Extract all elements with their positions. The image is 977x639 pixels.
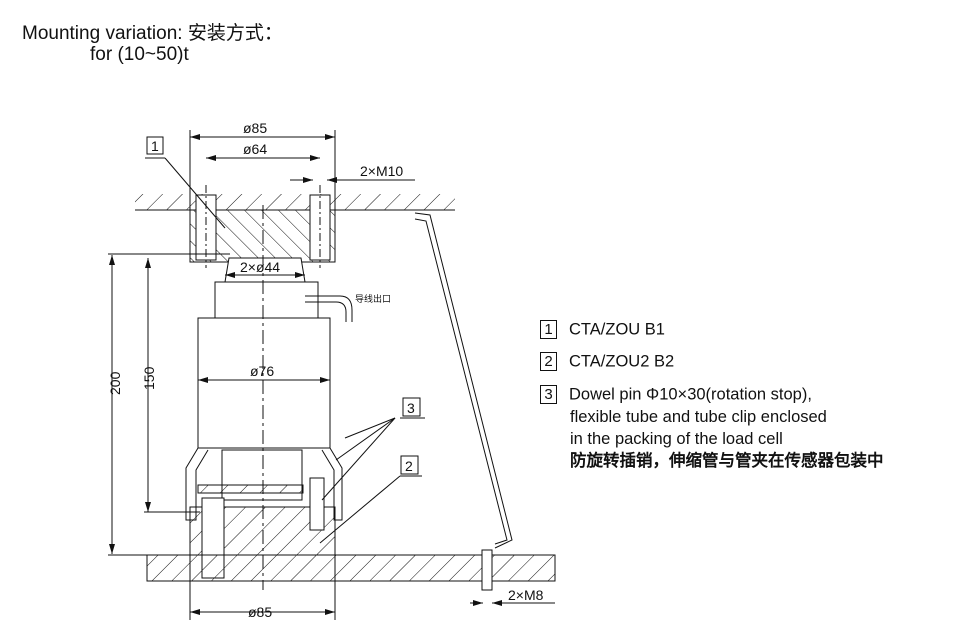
top-plate <box>135 194 455 211</box>
legend-num: 1 <box>540 320 557 340</box>
legend-num: 3 <box>540 385 557 405</box>
legend-text: flexible tube and tube clip enclosed <box>570 407 827 426</box>
callout-2-box <box>400 455 419 475</box>
legend-item-1: 1 CTA/ZOU B1 <box>540 318 665 341</box>
legend-text: in the packing of the load cell <box>570 429 783 448</box>
legend-text: Dowel pin Φ10×30(rotation stop), <box>569 385 812 404</box>
legend-text: CTA/ZOU2 B2 <box>569 352 675 371</box>
callout-3: 3 <box>407 400 415 416</box>
dim-body: ø76 <box>250 363 274 379</box>
callout-2: 2 <box>405 458 413 474</box>
dim-total-height: 200 <box>107 371 123 395</box>
callout-3-box <box>402 397 421 417</box>
title-line-1: Mounting variation: 安装方式： <box>22 23 283 44</box>
title-line-2: for (10~50)t <box>90 44 189 65</box>
legend-num: 2 <box>540 352 557 372</box>
dim-bottom: ø85 <box>248 604 272 620</box>
dim-cell-height: 150 <box>141 366 157 390</box>
callout-1-box <box>146 136 164 155</box>
legend-text: CTA/ZOU B1 <box>569 320 665 339</box>
legend-text-chinese: 防旋转插销，伸缩管与管夹在传感器包装中 <box>570 451 884 470</box>
bottom-plate <box>146 554 556 582</box>
dim-cap: 2×ø44 <box>240 259 280 275</box>
dim-bottom-bolts: 2×M8 <box>508 587 544 603</box>
cable-outlet-label: 导线出口 <box>355 293 391 304</box>
dim-top-outer: ø85 <box>243 120 267 136</box>
dim-top-bolt-circle: ø64 <box>243 141 267 157</box>
legend-item-2: 2 CTA/ZOU2 B2 <box>540 350 674 373</box>
legend-item-3: 3 Dowel pin Φ10×30(rotation stop), flexib… <box>540 383 884 472</box>
dimension-lines <box>108 130 555 620</box>
dim-top-bolts: 2×M10 <box>360 163 403 179</box>
callout-1: 1 <box>151 138 159 154</box>
